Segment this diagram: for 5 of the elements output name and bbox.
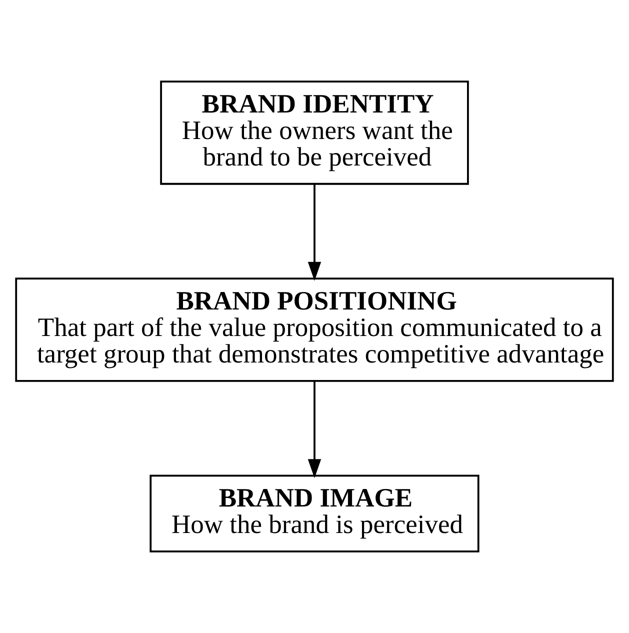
node-box: BRAND IDENTITY How the owners want the brand to be perceived [160, 80, 469, 185]
arrow [308, 381, 322, 478]
node-box: BRAND IMAGE How the brand is perceived [150, 474, 480, 552]
node-box: BRAND POSITIONING That part of the value proposition communicated to a target group that demonstrates competitive advantage [15, 278, 614, 382]
arrow [308, 184, 322, 281]
